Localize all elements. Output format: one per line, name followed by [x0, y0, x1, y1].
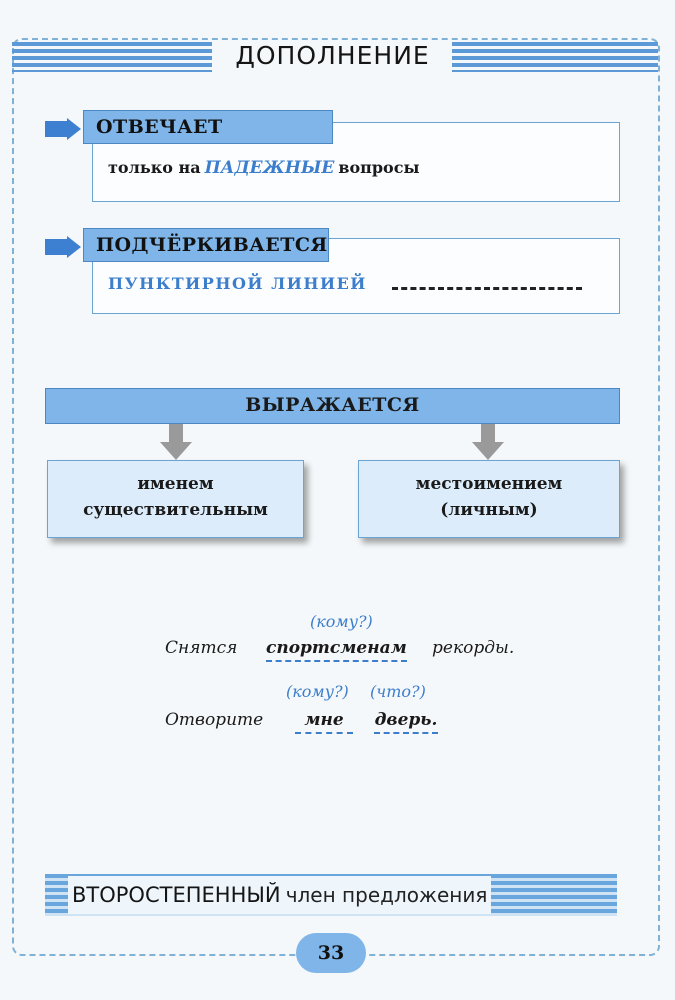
example2-question2: (что?) [370, 682, 426, 701]
answers-label: ОТВЕЧАЕТ [83, 110, 333, 144]
option-pronoun-line1: местоимением [415, 474, 563, 494]
option-noun-line2: существительным [83, 500, 268, 520]
dashed-line-sample [392, 287, 582, 290]
example1-after: рекорды. [432, 638, 515, 658]
footer-title: ВТОРОСТЕПЕННЫЙ член предложения [68, 876, 492, 914]
header-stripes-left [12, 42, 212, 72]
option-noun: именем существительным [47, 460, 304, 538]
example1-object: спортсменам [266, 638, 407, 662]
example2-object1: мне [295, 710, 353, 734]
answers-card [92, 122, 620, 202]
underlined-text: ПУНКТИРНОЙ ЛИНИЕЙ [108, 274, 367, 293]
answers-text-before: только на [108, 158, 201, 177]
example1-question: (кому?) [310, 612, 373, 631]
expressed-label: ВЫРАЖАЕТСЯ [45, 388, 620, 424]
footer-title-small: член предложения [285, 883, 488, 907]
arrow-down-icon [160, 424, 192, 460]
arrow-right-icon [45, 236, 81, 258]
example2-question1: (кому?) [286, 682, 349, 701]
example1-before: Снятся [165, 638, 238, 658]
arrow-right-icon [45, 118, 81, 140]
answers-highlight: ПАДЕЖНЫЕ [204, 158, 335, 178]
example2-before: Отворите [165, 710, 264, 730]
underlined-label: ПОДЧЁРКИВАЕТСЯ [83, 228, 329, 262]
option-pronoun-line2: (личным) [440, 500, 538, 520]
page-title: ДОПОЛНЕНИЕ [235, 41, 430, 70]
option-noun-line1: именем [137, 474, 214, 494]
example2-object2: дверь. [374, 710, 438, 734]
arrow-down-icon [472, 424, 504, 460]
footer-title-big: ВТОРОСТЕПЕННЫЙ [72, 883, 281, 907]
option-pronoun: местоимением (личным) [358, 460, 620, 538]
header-stripes-right [452, 42, 658, 72]
answers-text-after: вопросы [338, 158, 420, 177]
page-number: 33 [296, 933, 366, 973]
